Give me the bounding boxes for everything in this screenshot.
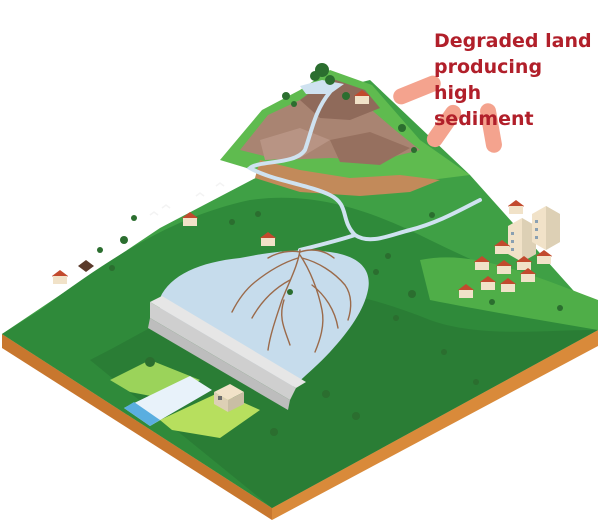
river xyxy=(246,90,482,242)
bird-icon xyxy=(149,182,225,216)
tailwater xyxy=(124,402,160,426)
soil-left-face xyxy=(2,334,272,520)
power-house-icon xyxy=(214,384,244,412)
river-inflow xyxy=(298,233,357,252)
apartment-building-icon xyxy=(508,206,560,262)
degraded-land-annotation: Degraded land producing high sediment xyxy=(434,30,592,130)
terrain-band-right xyxy=(420,257,598,330)
soil-front-face xyxy=(272,330,598,520)
reservoir xyxy=(160,250,369,392)
house-icon xyxy=(458,200,552,298)
marker-ray-1 xyxy=(393,75,441,105)
house-icon xyxy=(52,90,370,284)
tree-icon xyxy=(97,63,563,436)
degradation-markers xyxy=(393,75,502,153)
dam-wall xyxy=(148,296,306,410)
marker-ray-2 xyxy=(426,104,462,148)
sediment-delta xyxy=(231,249,352,353)
marker-ray-3 xyxy=(480,103,502,153)
town xyxy=(458,200,560,298)
